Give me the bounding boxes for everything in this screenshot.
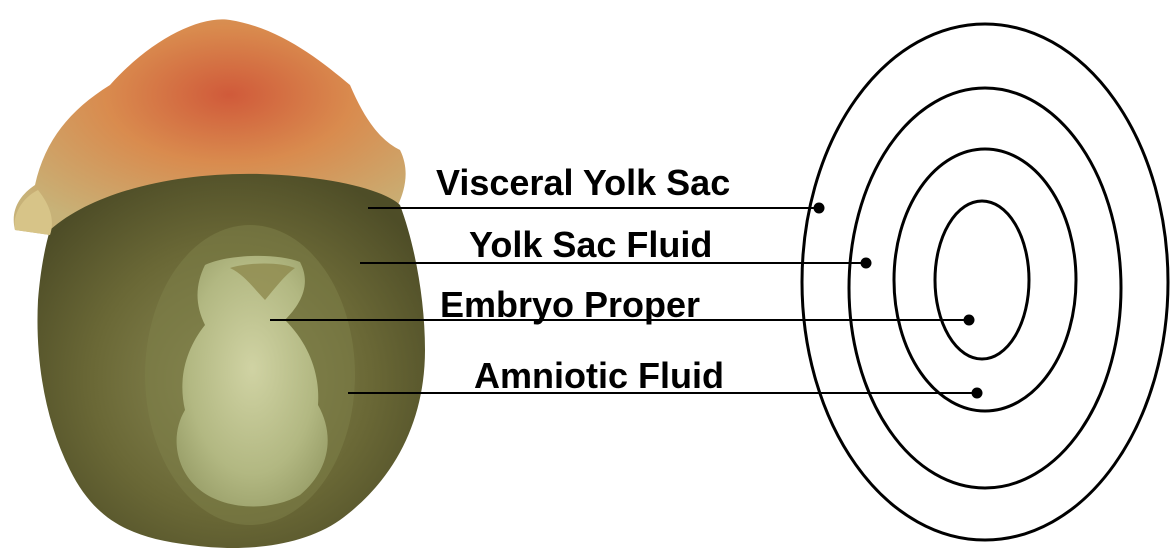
embryo-specimen-image — [14, 19, 425, 548]
concentric-layers-schematic — [802, 24, 1168, 540]
third-ring-amniotic-fluid — [894, 149, 1076, 411]
dot-visceral-yolk-sac — [814, 203, 825, 214]
dot-amniotic-fluid — [972, 388, 983, 399]
leader-dots — [814, 203, 983, 399]
dot-yolk-sac-fluid — [861, 258, 872, 269]
label-embryo-proper: Embryo Proper — [440, 285, 700, 325]
label-visceral-yolk-sac: Visceral Yolk Sac — [436, 163, 730, 203]
dot-embryo-proper — [964, 315, 975, 326]
label-yolk-sac-fluid: Yolk Sac Fluid — [469, 225, 712, 265]
label-amniotic-fluid: Amniotic Fluid — [474, 356, 724, 396]
outer-ring-visceral-yolk-sac — [802, 24, 1168, 540]
inner-ring-embryo-proper — [935, 201, 1029, 359]
